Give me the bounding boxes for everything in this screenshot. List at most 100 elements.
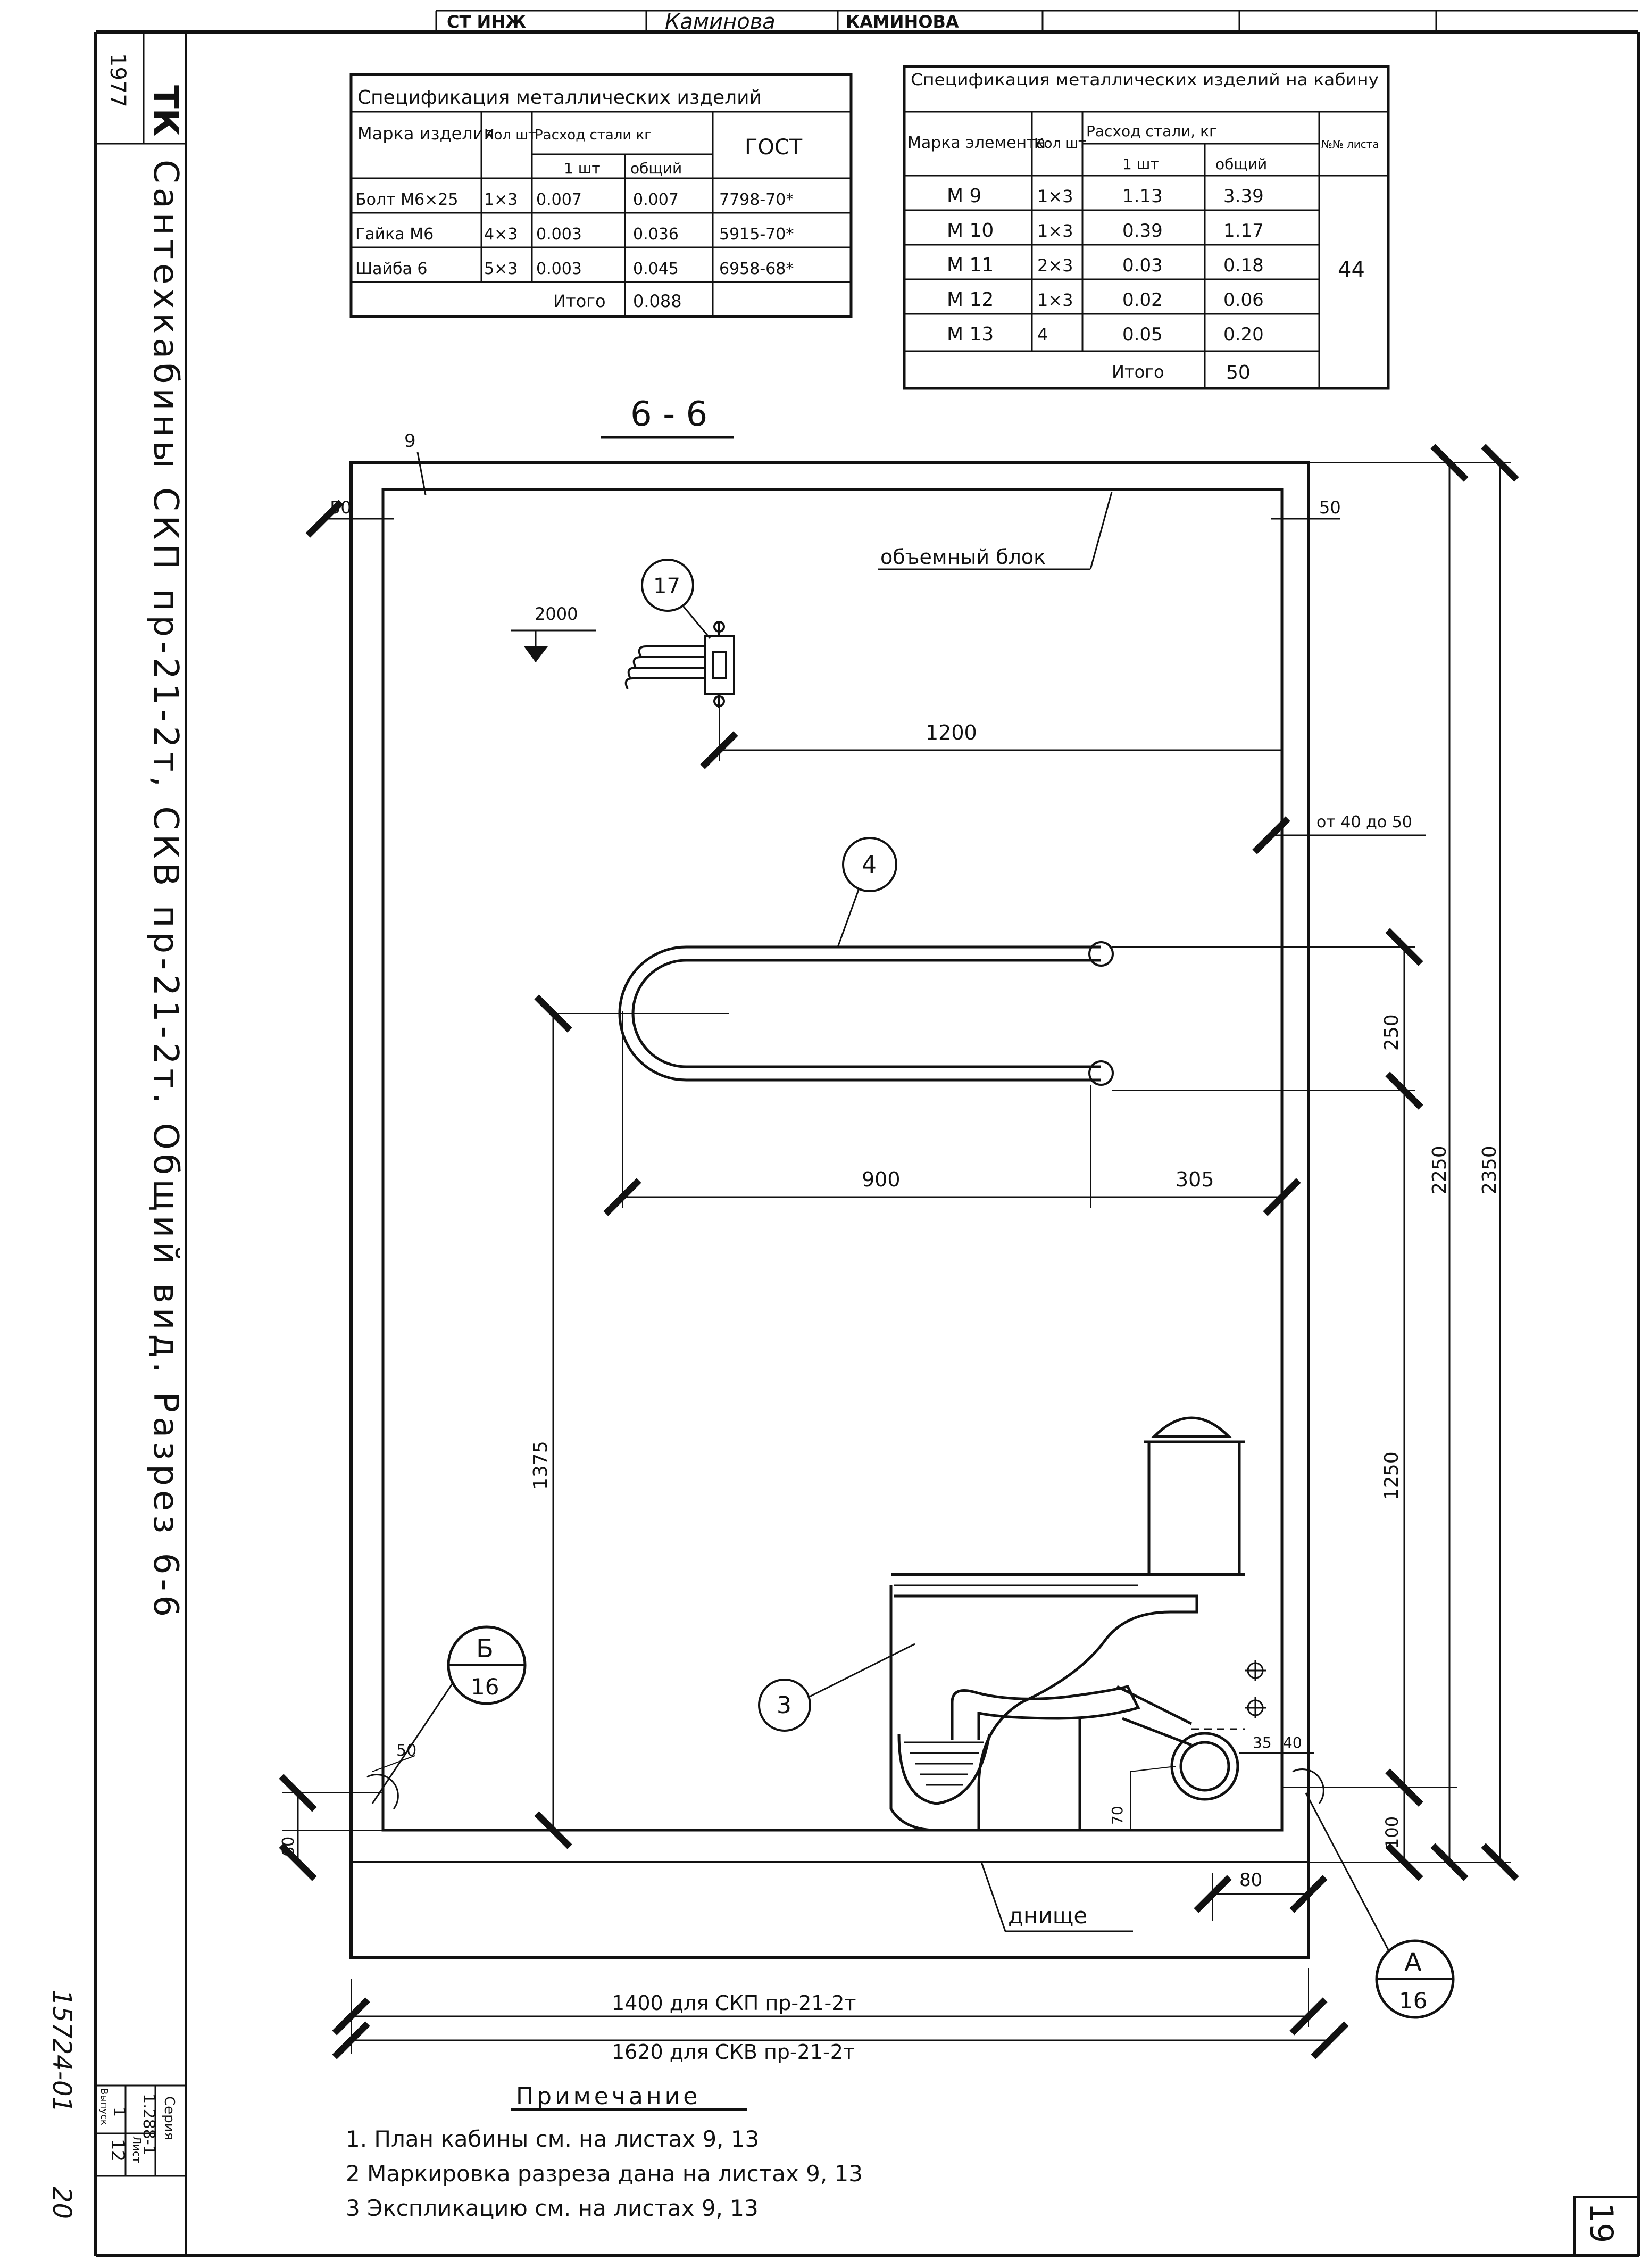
spec-right-cell-total: 0.18 — [1223, 255, 1264, 276]
sheet-number-box — [1573, 2196, 1639, 2257]
spec-left-title: Спецификация металлических изделий — [357, 87, 762, 109]
dim-305: 305 — [1176, 1168, 1214, 1191]
spec-right-cell-mark: М 10 — [947, 220, 994, 242]
spec-right-cell-qty: 2×3 — [1037, 255, 1073, 276]
dim-50-right: 50 — [1319, 497, 1341, 518]
doc-page: 20 — [47, 2187, 77, 2219]
spec-left-table — [349, 73, 853, 318]
dim-1200: 1200 — [926, 721, 977, 744]
dim-50-lower: 50 — [396, 1741, 416, 1760]
callout-b-top: Б — [476, 1634, 494, 1664]
issue-label: Выпуск — [98, 2088, 110, 2125]
spec-left-cell-gost: 5915-70* — [719, 225, 794, 244]
toilet — [889, 1416, 1245, 1832]
spec-left-cell-total: 0.045 — [633, 260, 679, 278]
spec-left-h-qty: Кол шт — [484, 127, 536, 143]
callout-b-bottom: 16 — [471, 1674, 499, 1700]
spec-left-cell-mark: Шайба 6 — [355, 260, 427, 278]
spec-right-h-per-unit: 1 шт — [1122, 155, 1159, 173]
callout-3: 3 — [777, 1692, 791, 1719]
notes-list: 1. План кабины см. на листах 9, 13 2 Марк… — [346, 2126, 863, 2221]
spec-left-cell-qty: 4×3 — [484, 225, 518, 244]
dim-60: 60 — [279, 1837, 298, 1857]
spec-left-h-mark: Марка изделия — [357, 123, 494, 144]
spec-right-cell-per-unit: 0.02 — [1122, 289, 1163, 311]
spec-left-cell-mark: Болт М6×25 — [355, 190, 458, 209]
notes-item: 1. План кабины см. на листах 9, 13 — [346, 2126, 759, 2152]
spec-left-total-value: 0.088 — [633, 291, 682, 311]
spec-left-cell-qty: 5×3 — [484, 260, 518, 278]
spec-left-cell-gost: 7798-70* — [719, 190, 794, 209]
callout-b-leader — [371, 1683, 453, 1804]
title-role: СТ ИНЖ — [447, 12, 526, 32]
list-label: Лист — [130, 2136, 143, 2163]
callout-17: 17 — [653, 574, 680, 599]
spec-left-cell-mark: Гайка М6 — [355, 225, 434, 244]
title-name: КАМИНОВА — [846, 12, 959, 32]
drain-pipe — [1170, 1728, 1245, 1801]
spec-left-total-label: Итого — [553, 291, 606, 311]
volume-block-outer — [349, 461, 1310, 1959]
dim-width-2: 1620 для СКВ пр-21-2т — [612, 2040, 855, 2064]
spec-right-cell-per-unit: 0.05 — [1122, 324, 1163, 345]
spec-left-cell-gost: 6958-68* — [719, 260, 794, 278]
notes-item: 3 Экспликацию см. на листах 9, 13 — [346, 2195, 759, 2221]
cabin-section — [349, 461, 1310, 1959]
dim-1250: 1250 — [1381, 1451, 1403, 1500]
spec-right-cell-per-unit: 1.13 — [1122, 186, 1163, 207]
notes-item: 2 Маркировка разреза дана на листах 9, 1… — [346, 2161, 863, 2187]
section-title: 6 - 6 — [630, 395, 707, 434]
stamp-year: 1977 — [105, 53, 130, 107]
stamp-tk: ТК — [146, 85, 185, 136]
spec-left-cell-qty: 1×3 — [484, 190, 518, 209]
spec-right-h-sheet: №№ листа — [1321, 138, 1379, 151]
spec-right-h-qty: Кол шт — [1034, 136, 1086, 152]
spec-right-cell-mark: М 9 — [947, 185, 981, 207]
callout-3-circle — [758, 1679, 811, 1732]
dim-40-50: от 40 до 50 — [1316, 813, 1412, 832]
callout-a-cut-icon — [1292, 1768, 1324, 1804]
volume-block-inner — [381, 488, 1284, 1832]
spec-left-cell-total: 0.036 — [633, 225, 679, 244]
label-bottom-leader — [980, 1862, 1006, 1932]
series-box — [95, 2084, 187, 2177]
callout-a-leader — [1305, 1792, 1389, 1950]
dim-2000: 2000 — [535, 604, 578, 624]
spec-right-cell-mark: М 12 — [947, 289, 994, 311]
spec-left-cell-total: 0.007 — [633, 190, 679, 209]
dim-9: 9 — [404, 430, 416, 452]
top-title-strip — [435, 10, 1638, 32]
sheet-number: 19 — [1582, 2203, 1620, 2243]
mount-symbols — [1245, 1660, 1266, 1718]
spec-right-cell-per-unit: 0.03 — [1122, 255, 1163, 276]
toilet-water — [904, 1741, 984, 1786]
dim-width-1: 1400 для СКП пр-21-2т — [612, 1991, 856, 2015]
spec-right-cell-qty: 4 — [1037, 325, 1048, 345]
callout-b-circle — [447, 1625, 527, 1705]
issue-value: 1 — [110, 2107, 128, 2117]
dim-40: 40 — [1283, 1734, 1302, 1751]
spec-right-total-label: Итого — [1112, 362, 1164, 382]
dim-2250: 2250 — [1429, 1145, 1451, 1194]
dim-1375: 1375 — [530, 1441, 552, 1490]
callout-3-leader — [808, 1643, 915, 1698]
spec-right-h-steel: Расход стали, кг — [1086, 122, 1217, 140]
spec-right-cell-qty: 1×3 — [1037, 221, 1073, 241]
spec-right-cell-total: 0.20 — [1223, 324, 1264, 345]
spec-left-rows: Болт М6×25 1×3 0.007 0.007 7798-70* Гайка М6 4… — [355, 190, 794, 278]
spec-right-title: Спецификация металлических изделий на ка… — [911, 71, 1379, 89]
spec-left-cell-per-unit: 0.003 — [536, 225, 582, 244]
spec-left-cell-per-unit: 0.007 — [536, 190, 582, 209]
spec-right-cell-per-unit: 0.39 — [1122, 220, 1163, 242]
dim-250: 250 — [1381, 1014, 1403, 1051]
spec-right-total-value: 50 — [1226, 362, 1251, 384]
label-bottom: днище — [1008, 1903, 1087, 1929]
dim-2350: 2350 — [1479, 1145, 1501, 1194]
callout-17-leader — [682, 606, 711, 639]
title-signature: Каминова — [665, 10, 776, 34]
dim-50-lower-leader — [372, 1755, 415, 1772]
spec-right-cell-total: 0.06 — [1223, 289, 1264, 311]
spec-right-cell-mark: М 11 — [947, 254, 994, 276]
sheet-vertical-title: Сантехкабины СКП пр-21-2т, СКВ пр-21-2т.… — [146, 160, 185, 1621]
